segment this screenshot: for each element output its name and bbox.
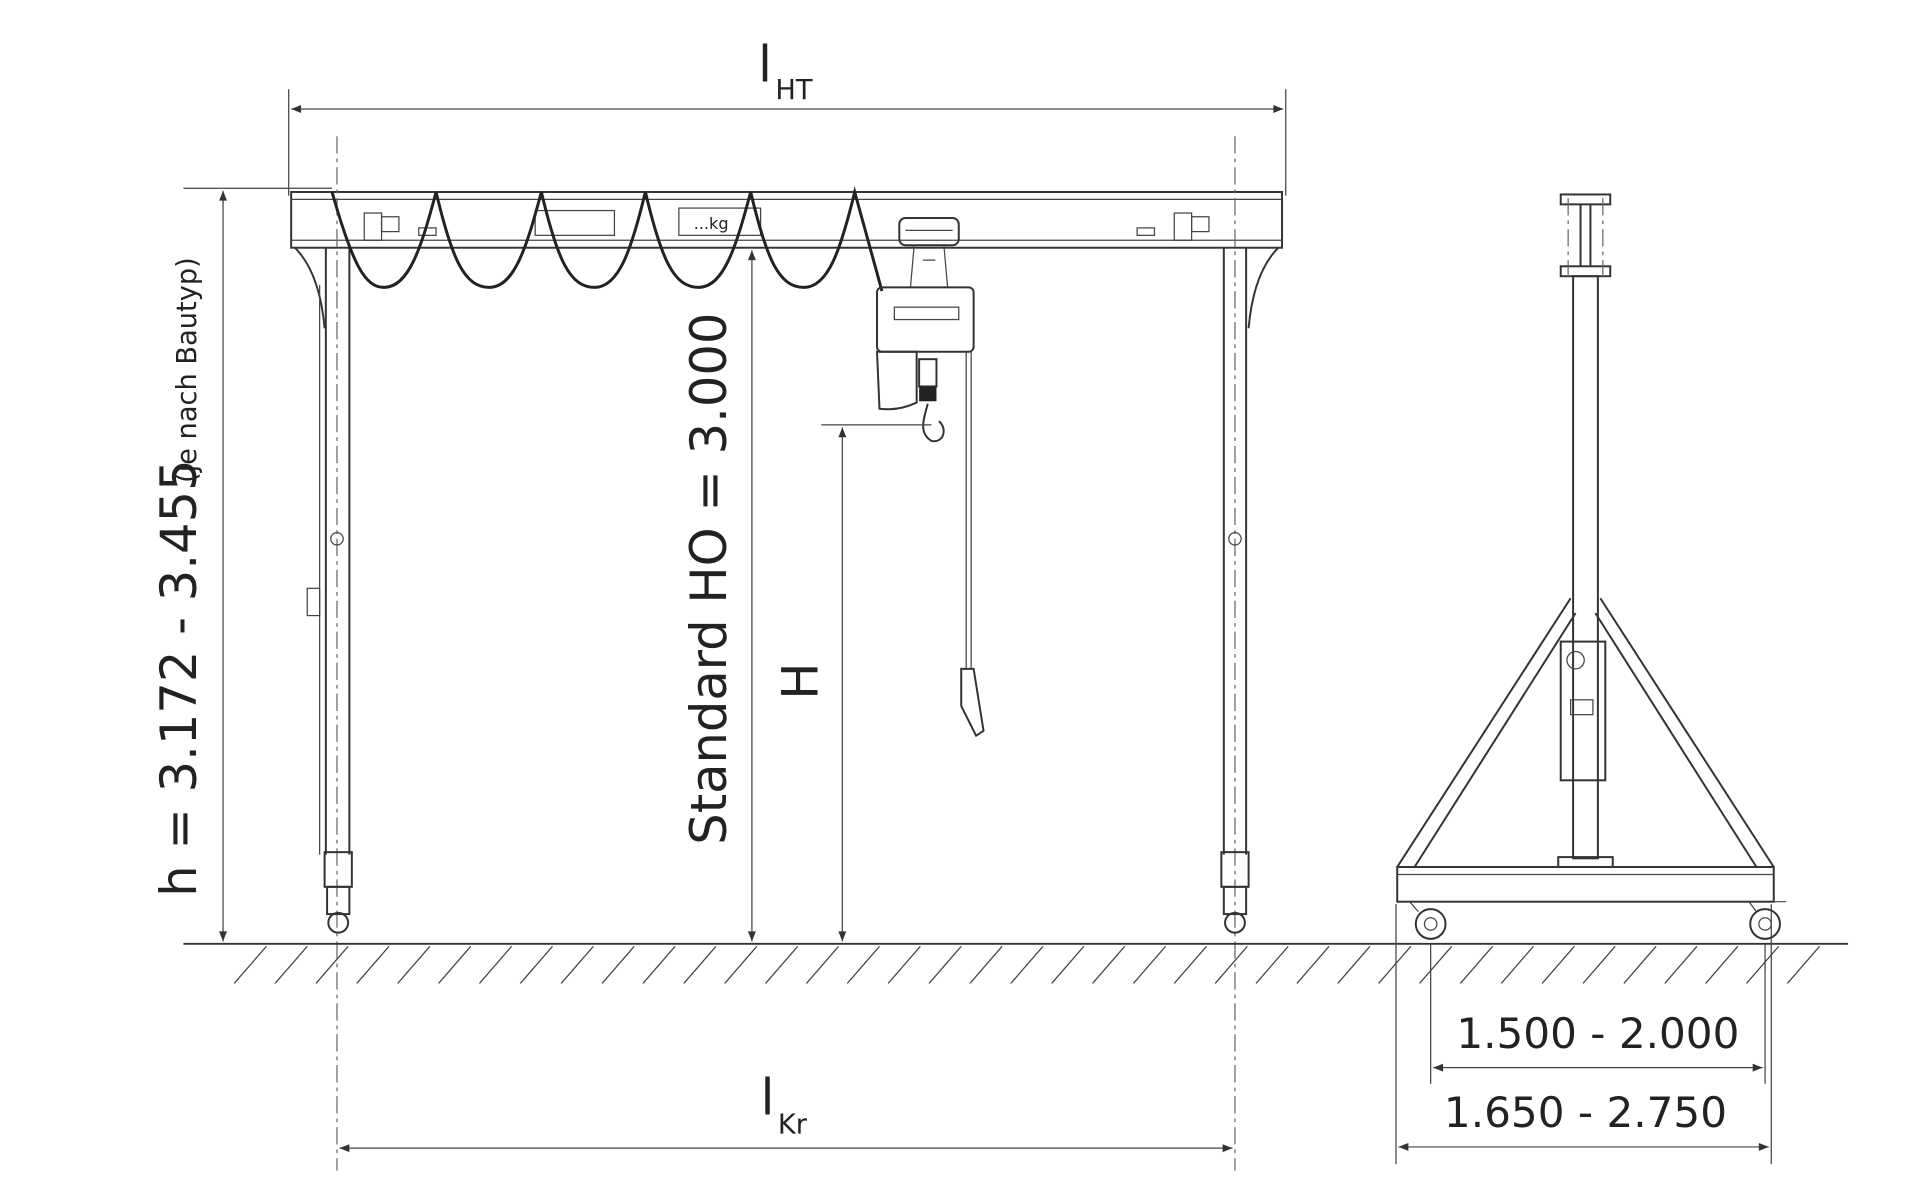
hatch-line	[519, 945, 553, 984]
hatch-line	[1010, 945, 1044, 984]
hatch-line	[1378, 945, 1412, 984]
hatch-line	[1255, 945, 1289, 984]
crane-beam: ...kg	[290, 190, 1284, 249]
hatch-line	[274, 945, 308, 984]
hatch-line	[642, 945, 676, 984]
hatch-line	[969, 945, 1003, 984]
l-kr-symbol: l	[761, 1069, 775, 1127]
hatch-line	[1500, 945, 1534, 984]
dimension-h: h = 3.172 - 3.455 (je nach Bautyp)	[150, 187, 333, 942]
hatch-line	[1132, 945, 1167, 984]
crane-legs	[294, 136, 1280, 1171]
hatch-line	[1092, 945, 1126, 984]
hatch-line	[1419, 945, 1453, 984]
side-view	[1396, 193, 1787, 940]
l-kr-subscript: Kr	[778, 1109, 808, 1140]
hatch-line	[478, 945, 513, 984]
hatch-line	[724, 945, 758, 984]
hatch-line	[887, 945, 921, 984]
hatch-line	[805, 945, 840, 984]
h-note: (je nach Bautyp)	[172, 257, 203, 483]
chain-hoist	[875, 217, 985, 738]
dimension-l-kr: l Kr	[339, 1069, 1233, 1153]
hatch-line	[356, 945, 390, 984]
hatch-line	[1173, 945, 1207, 984]
hatch-line	[601, 945, 635, 984]
hatch-line	[1337, 945, 1371, 984]
hatch-line	[438, 945, 472, 984]
dimension-track-width: 1.500 - 2.000	[1430, 943, 1766, 1084]
base-width-label: 1.650 - 2.750	[1444, 1088, 1727, 1137]
hatch-line	[1459, 945, 1494, 984]
h-label: h = 3.172 - 3.455	[150, 459, 208, 896]
l-ht-subscript: HT	[775, 75, 812, 106]
hatch-line	[1296, 945, 1330, 984]
hatch-line	[1746, 945, 1780, 984]
hatch-line	[1541, 945, 1575, 984]
ground	[183, 942, 1849, 984]
hatch-line	[765, 945, 799, 984]
dimension-hook-height: H	[772, 424, 932, 942]
hook-height-label: H	[772, 663, 830, 700]
hatch-line	[315, 945, 349, 984]
hatch-line	[1623, 945, 1657, 984]
hatch-line	[846, 945, 880, 984]
hatch-line	[1051, 945, 1085, 984]
dimension-l-ht: l HT	[288, 36, 1287, 196]
hatch-line	[1664, 945, 1698, 984]
hatch-line	[1786, 945, 1821, 984]
dimension-ho: Standard HO = 3.000	[680, 250, 756, 942]
load-plate-text: ...kg	[694, 214, 729, 233]
l-ht-symbol: l	[758, 36, 772, 94]
hatch-line	[397, 945, 431, 984]
hatch-line	[1214, 945, 1248, 984]
dimension-base-width: 1.650 - 2.750	[1395, 904, 1772, 1165]
hatch-line	[560, 945, 594, 984]
ho-label: Standard HO = 3.000	[680, 313, 738, 845]
hatch-line	[928, 945, 962, 984]
load-plate	[678, 207, 762, 236]
track-width-label: 1.500 - 2.000	[1456, 1009, 1739, 1058]
festoon-cable	[330, 186, 884, 292]
hatch-line	[1582, 945, 1616, 984]
hatch-line	[1705, 945, 1739, 984]
hatch-line	[233, 945, 267, 984]
hatch-line	[683, 945, 717, 984]
